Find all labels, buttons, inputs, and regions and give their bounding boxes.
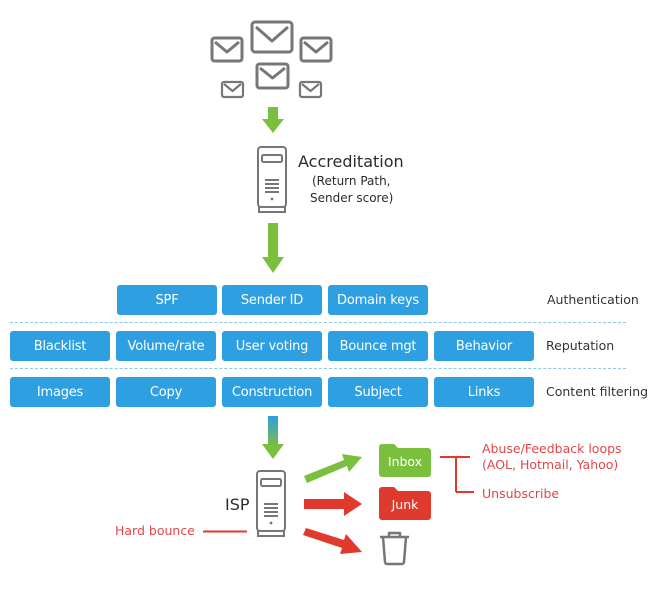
pill-subject: Subject [328, 377, 428, 407]
envelope-icon [250, 20, 294, 54]
envelope-icon [299, 36, 333, 63]
accreditation-title: Accreditation [298, 152, 404, 171]
arrow-down-icon [262, 416, 284, 459]
folder-icon [379, 444, 431, 477]
email-cluster [210, 20, 333, 99]
hard-bounce-label: Hard bounce [115, 523, 195, 538]
row-label-content-filtering: Content filtering [546, 384, 649, 399]
arrow-down-icon [262, 107, 284, 133]
pill-bounce-mgt: Bounce mgt [328, 331, 428, 361]
arrow-to-junk-icon [304, 492, 362, 516]
pill-copy: Copy [116, 377, 216, 407]
arrow-to-trash-icon [303, 528, 362, 554]
row-label-reputation: Reputation [546, 338, 615, 353]
pill-sender-id: Sender ID [222, 285, 322, 315]
hard-bounce-line [203, 530, 247, 533]
server-icon [256, 470, 286, 537]
pill-construction: Construction [222, 377, 322, 407]
envelope-icon [210, 36, 244, 63]
envelope-icon [220, 80, 245, 99]
arrow-down-icon [262, 223, 284, 273]
trash-icon [380, 531, 409, 566]
folder-icon [379, 487, 431, 520]
feedback-loops-line2: (AOL, Hotmail, Yahoo) [482, 457, 619, 472]
pill-links: Links [434, 377, 534, 407]
pill-volume-rate: Volume/rate [116, 331, 216, 361]
accreditation-subtitle-2: Sender score) [310, 191, 394, 205]
pill-spf: SPF [117, 285, 217, 315]
arrow-to-inbox-icon [304, 454, 362, 483]
feedback-bracket [440, 456, 474, 493]
envelope-icon [255, 62, 290, 90]
unsubscribe-label: Unsubscribe [482, 486, 560, 501]
divider [10, 368, 626, 369]
inbox-label: Inbox [387, 454, 423, 469]
pill-user-voting: User voting [222, 331, 322, 361]
accreditation-subtitle-1: (Return Path, [312, 174, 391, 188]
pill-images: Images [10, 377, 110, 407]
feedback-loops-line1: Abuse/Feedback loops [482, 441, 622, 456]
divider [10, 322, 626, 323]
pill-behavior: Behavior [434, 331, 534, 361]
envelope-icon [298, 80, 323, 99]
junk-label: Junk [391, 497, 419, 512]
row-label-authentication: Authentication [547, 292, 639, 307]
isp-label: ISP [225, 495, 250, 514]
pill-domain-keys: Domain keys [328, 285, 428, 315]
routing-arrows [303, 454, 362, 554]
server-icon [257, 146, 287, 213]
pill-blacklist: Blacklist [10, 331, 110, 361]
